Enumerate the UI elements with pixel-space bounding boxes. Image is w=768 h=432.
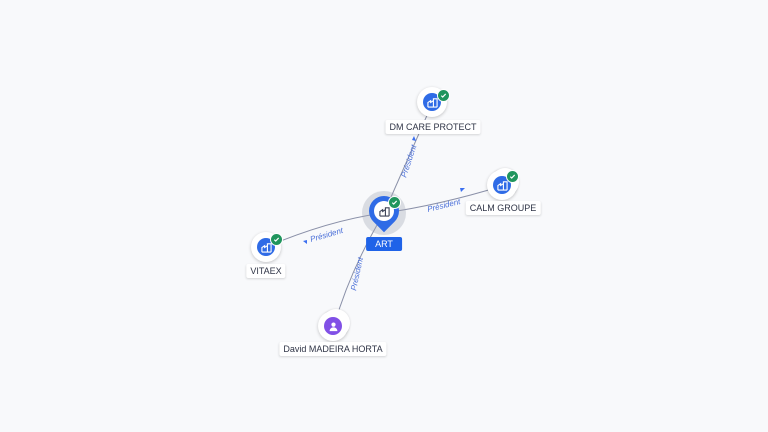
edge-label-david: Président bbox=[349, 256, 365, 292]
node-disc bbox=[318, 311, 348, 341]
check-badge-icon bbox=[506, 170, 519, 183]
check-badge-icon bbox=[437, 89, 450, 102]
building-icon bbox=[378, 206, 390, 217]
edge-arrow-icon bbox=[460, 188, 465, 192]
person-icon bbox=[329, 322, 337, 331]
node-label[interactable]: DM CARE PROTECT bbox=[385, 120, 481, 134]
node-label[interactable]: CALM GROUPE bbox=[465, 201, 541, 215]
building-icon bbox=[496, 180, 508, 191]
node-label[interactable]: David MADEIRA HORTA bbox=[279, 342, 387, 356]
edge-label-calm: Président bbox=[426, 197, 462, 214]
edge-arrow-icon bbox=[303, 240, 307, 244]
node-label[interactable]: VITAEX bbox=[246, 264, 286, 278]
check-badge-icon bbox=[270, 233, 283, 246]
node-icon-bg bbox=[324, 317, 342, 335]
node-disc bbox=[487, 170, 517, 200]
center-node-label[interactable]: ART bbox=[366, 237, 402, 251]
node-icon-bg bbox=[423, 93, 441, 111]
check-badge-icon bbox=[388, 196, 401, 209]
edge-arrow-icon bbox=[412, 136, 416, 141]
edge-label-dm-care: Président bbox=[399, 143, 418, 179]
building-icon bbox=[260, 242, 272, 253]
building-icon bbox=[426, 97, 438, 108]
